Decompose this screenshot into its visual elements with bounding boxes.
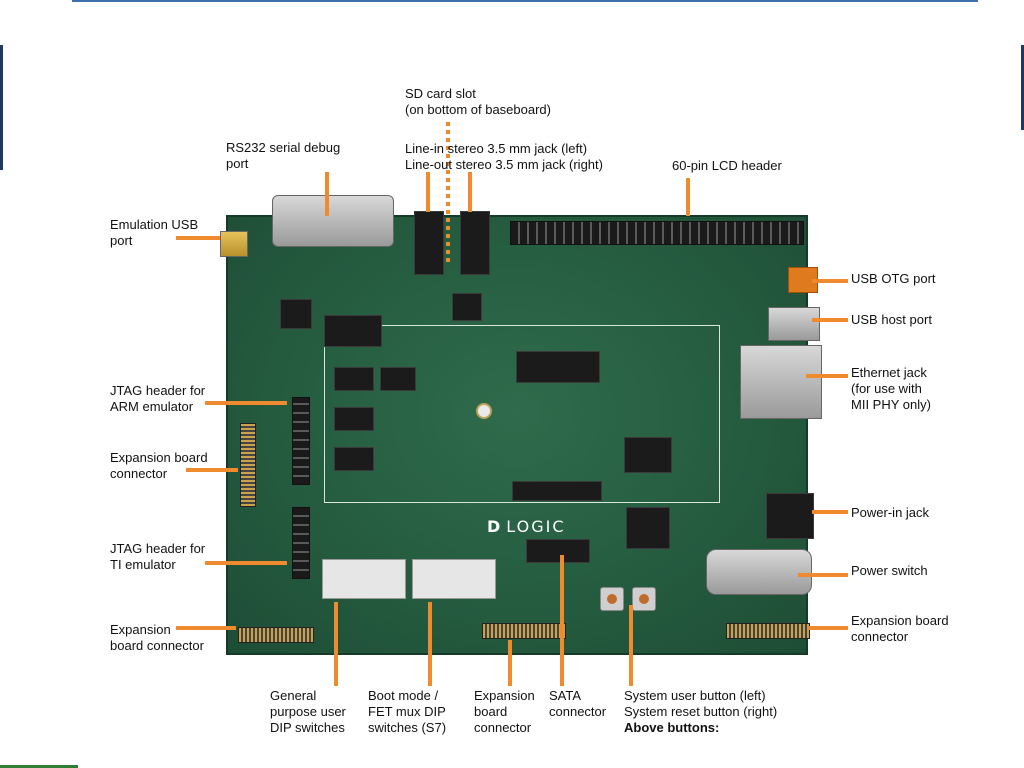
- label-buttons: System user button (left)System reset bu…: [624, 688, 778, 735]
- ic-6: [334, 447, 374, 471]
- ic-9: [626, 507, 670, 549]
- db9-connector: [272, 195, 394, 247]
- expansion-connector-right: [726, 623, 810, 639]
- label-power-switch: Power switch: [851, 563, 928, 578]
- power-switch-body: [706, 549, 812, 595]
- sata-connector: [526, 539, 590, 563]
- label-usb-host: USB host port: [851, 312, 932, 327]
- audio-jack-right: [460, 211, 490, 275]
- ic-1: [280, 299, 312, 329]
- label-power-in: Power-in jack: [851, 505, 930, 520]
- expansion-connector-bottom-left: [238, 627, 314, 643]
- ic-3: [334, 367, 374, 391]
- bottom-accent-bar: [0, 765, 78, 768]
- top-rule: [72, 0, 978, 2]
- mounting-hole-center: [476, 403, 492, 419]
- baseboard: [220, 195, 822, 655]
- label-sd-card: SD card slot(on bottom of baseboard): [405, 86, 551, 117]
- label-audio-jacks: Line-in stereo 3.5 mm jack (left)Line-ou…: [405, 141, 603, 172]
- boot-dip-switch: [412, 559, 496, 599]
- ic-4: [380, 367, 416, 391]
- expansion-connector-bottom: [482, 623, 566, 639]
- lcd-header: [510, 221, 804, 245]
- logic-logo-text: LOGIC: [506, 517, 566, 536]
- emulation-usb-connector: [220, 231, 248, 257]
- reset-button: [632, 587, 656, 611]
- user-button: [600, 587, 624, 611]
- usb-host-connector: [768, 307, 820, 341]
- ethernet-connector: [740, 345, 822, 419]
- label-lcd-header: 60-pin LCD header: [672, 158, 782, 173]
- label-usb-otg: USB OTG port: [851, 271, 936, 286]
- jtag-ti-header: [292, 507, 310, 579]
- som-outline: [324, 325, 720, 503]
- ic-2: [324, 315, 382, 347]
- jtag-arm-header: [292, 397, 310, 485]
- gp-dip-switch: [322, 559, 406, 599]
- right-accent-bar: [1021, 45, 1024, 130]
- left-accent-bar: [0, 45, 3, 170]
- expansion-connector-left: [240, 423, 256, 507]
- power-in-jack: [766, 493, 814, 539]
- ic-5: [334, 407, 374, 431]
- ic-7: [452, 293, 482, 321]
- ic-8: [624, 437, 672, 473]
- processor-module-connector-1: [516, 351, 600, 383]
- processor-module-connector-2: [512, 481, 602, 501]
